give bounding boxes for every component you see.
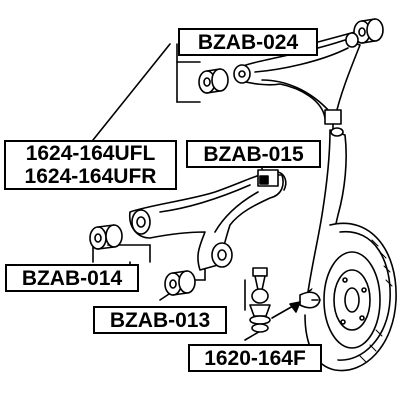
install-arrow <box>271 301 301 319</box>
part-label-bzab-024[interactable]: BZAB-024 <box>178 28 318 56</box>
lower-bushing-014 <box>89 224 123 250</box>
lower-bushing-013 <box>164 270 196 296</box>
upper-control-arm <box>233 32 361 137</box>
lower-control-arm <box>128 169 287 271</box>
part-label-bzab-013[interactable]: BZAB-013 <box>93 306 227 334</box>
part-label-1620-164f[interactable]: 1620-164F <box>188 344 322 372</box>
brake-disc <box>299 222 397 372</box>
part-label-bzab-015[interactable]: BZAB-015 <box>186 140 321 168</box>
part-label-bzab-014[interactable]: BZAB-014 <box>5 264 139 292</box>
upper-bushing-left <box>198 68 229 94</box>
part-label-upper-arm-right: 1624-164UFR <box>24 165 157 188</box>
part-label-upper-arm[interactable]: 1624-164UFL 1624-164UFR <box>4 140 177 190</box>
part-label-upper-arm-left: 1624-164UFL <box>25 142 156 165</box>
ball-joint <box>249 267 271 333</box>
